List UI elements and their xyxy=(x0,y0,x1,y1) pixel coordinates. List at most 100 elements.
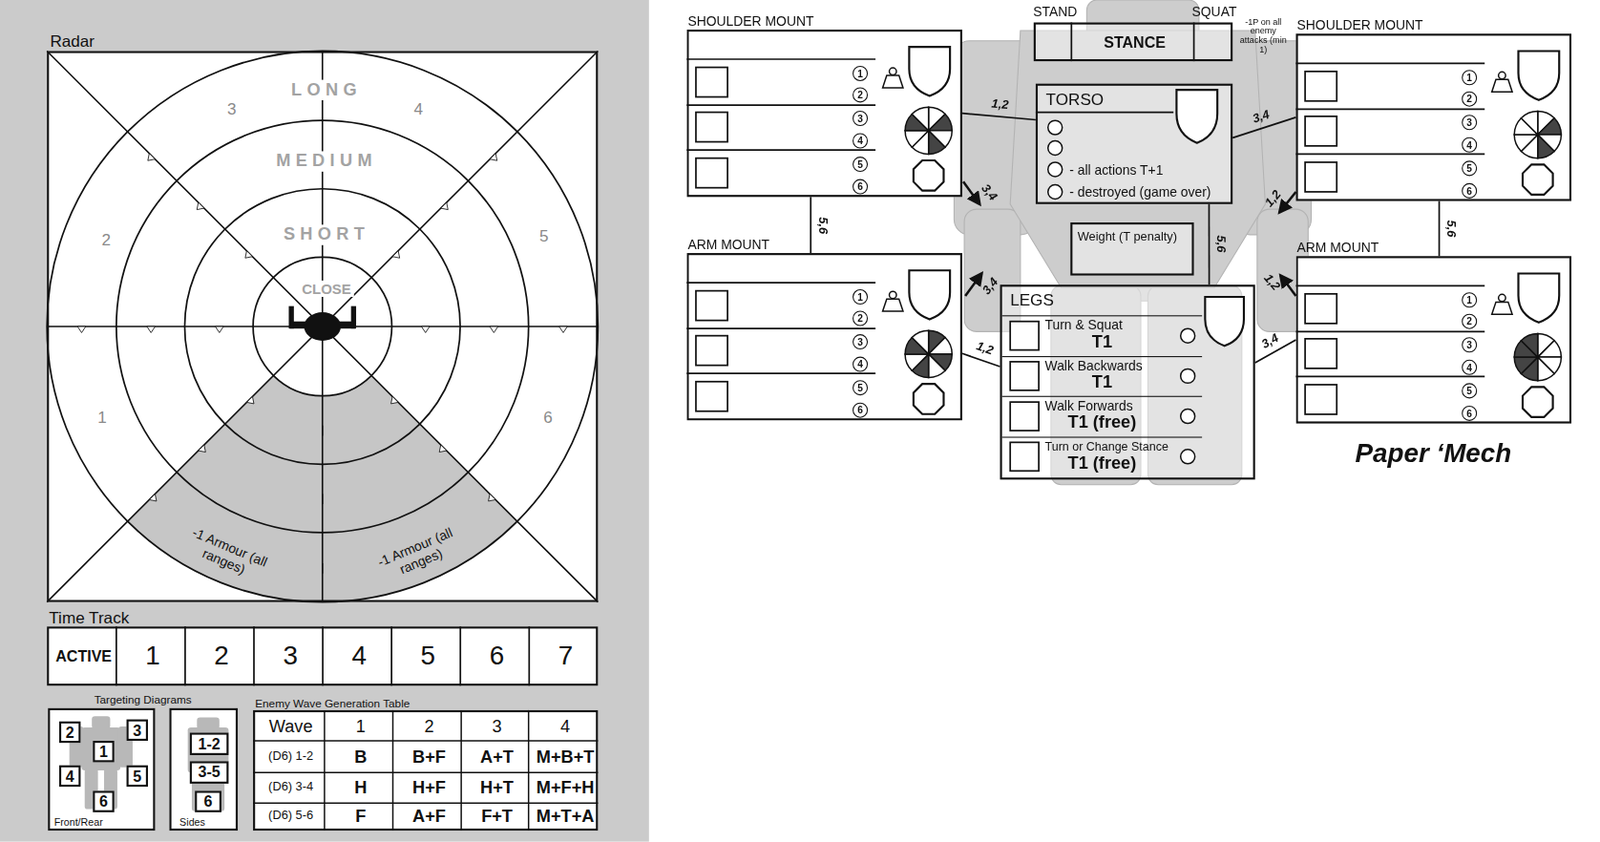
hit-location-box: 6 xyxy=(92,790,114,812)
track-cell: 4 xyxy=(351,640,366,672)
hit-location-number: 2 xyxy=(61,723,79,741)
transfer-arrow xyxy=(963,181,1296,296)
stance-box: STANDSTANCESQUAT xyxy=(1033,22,1233,63)
action-row: Walk ForwardsT1 (free) xyxy=(1002,396,1203,438)
roll-number: 6 xyxy=(1461,183,1477,199)
radar-artwork xyxy=(439,444,447,453)
table-cell: 3 xyxy=(491,716,502,737)
sheet-parts xyxy=(928,354,946,379)
hit-location-number: 3-5 xyxy=(191,763,227,782)
radar-artwork xyxy=(246,396,254,404)
action-row: Turn or Change StanceT1 (free) xyxy=(1002,436,1203,478)
sheet-parts xyxy=(1305,294,1337,324)
table-cell: 1 xyxy=(356,716,366,737)
sector-number: 2 xyxy=(101,231,111,251)
sheet-parts xyxy=(1514,134,1538,151)
time-track-grid xyxy=(252,626,255,686)
sheet-parts xyxy=(686,104,876,106)
time-track-grid xyxy=(115,626,118,686)
radar-artwork xyxy=(196,202,205,211)
roll-number: 6 xyxy=(852,402,868,419)
action-cost: T1 xyxy=(1092,332,1113,353)
table-cell: 4 xyxy=(560,716,570,737)
action-cost: T1 xyxy=(1092,372,1113,393)
hit-location-box: 5 xyxy=(126,765,148,787)
mech-illustration xyxy=(953,0,1311,485)
sheet-parts xyxy=(928,130,946,155)
table-cell: H+T xyxy=(480,778,514,799)
stance-title: STANCE xyxy=(1103,33,1166,51)
hit-location-box: 1 xyxy=(92,740,114,762)
radar-artwork xyxy=(116,120,529,533)
sheet-parts xyxy=(1048,141,1063,156)
roll-number: 5 xyxy=(852,156,868,172)
sheet-title: Paper ‘Mech xyxy=(1354,439,1512,470)
sheet-parts xyxy=(1010,442,1039,471)
sheet-parts xyxy=(1000,284,1256,480)
hit-location-box: 3-5 xyxy=(189,760,230,784)
range-label: LONG xyxy=(288,80,365,101)
radar-artwork xyxy=(215,326,225,333)
wave-table-grid xyxy=(252,801,598,803)
wave-table: Enemy Wave Generation TableWave1234(D6) … xyxy=(252,710,598,831)
sheet-parts xyxy=(1295,108,1485,111)
table-cell: A+F xyxy=(412,805,446,826)
target-silhouette xyxy=(91,715,110,729)
table-cell: (D6) 3-4 xyxy=(268,780,314,796)
sheet-parts xyxy=(1295,153,1485,156)
sheet-parts xyxy=(1305,162,1337,192)
radar-artwork xyxy=(198,444,207,453)
sheet-parts xyxy=(1035,84,1233,205)
sheet-parts xyxy=(928,337,953,355)
sheet-parts xyxy=(686,29,963,197)
damage-transfer-line xyxy=(1208,204,1211,285)
table-title: Enemy Wave Generation Table xyxy=(254,696,410,711)
time-track-grid xyxy=(321,626,324,686)
sheet-parts xyxy=(686,22,1572,481)
action-name: Walk Forwards xyxy=(1045,399,1134,415)
table-cell: (D6) 1-2 xyxy=(268,749,314,764)
edge-label: 3,4 xyxy=(1259,331,1282,353)
range-label: MEDIUM xyxy=(273,150,380,171)
wave-table-grid xyxy=(323,710,325,831)
sector-number: 5 xyxy=(539,227,549,247)
radar-artwork xyxy=(488,493,497,502)
time-track-grid xyxy=(46,626,598,686)
armour-note: -1 Armour (all ranges) xyxy=(183,525,271,586)
action-name: Turn or Change Stance xyxy=(1045,439,1169,453)
sheet-parts xyxy=(928,113,953,130)
sheet-parts xyxy=(1295,255,1572,423)
table-cell: F xyxy=(355,805,366,826)
sheet-parts xyxy=(695,291,728,321)
radar-artwork xyxy=(441,202,449,211)
radar-artwork xyxy=(559,326,569,333)
sheet-parts xyxy=(913,383,945,415)
radar-artwork xyxy=(351,306,357,330)
sheet-parts xyxy=(1048,184,1063,199)
radar-artwork xyxy=(46,50,598,602)
damage-note: - destroyed (game over) xyxy=(1069,186,1211,202)
sheet-parts xyxy=(1520,111,1537,136)
table-cell: F+T xyxy=(481,805,513,826)
roll-number: 1 xyxy=(1461,69,1477,85)
range-label: CLOSE xyxy=(298,280,355,297)
sheet-parts xyxy=(1180,449,1196,464)
radar-artwork xyxy=(184,189,461,465)
wave-table-grid xyxy=(392,710,394,831)
target-silhouette xyxy=(82,727,122,771)
sheet-parts xyxy=(686,372,876,375)
roll-number: 4 xyxy=(1461,137,1477,153)
radar-artwork xyxy=(245,251,253,259)
sheet-parts xyxy=(1520,334,1537,358)
time-track-grid xyxy=(184,626,187,686)
sheet-parts xyxy=(1537,357,1555,381)
target-silhouette xyxy=(168,708,238,831)
table-cell: A+T xyxy=(480,746,514,767)
sheet-parts xyxy=(1492,79,1513,92)
roll-number: 5 xyxy=(852,379,868,396)
action-cost: T1 (free) xyxy=(1068,412,1137,433)
panel-title: Radar xyxy=(49,32,95,52)
roll-number: 5 xyxy=(1461,382,1477,399)
